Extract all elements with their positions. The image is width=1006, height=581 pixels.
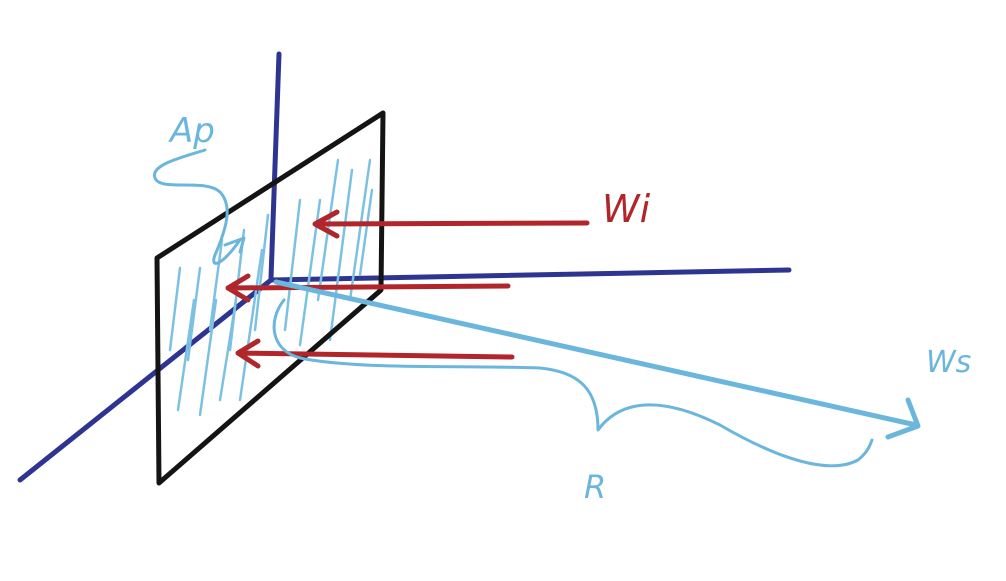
incident-arrow-middle <box>225 273 511 303</box>
incident-wave-arrows <box>225 209 590 369</box>
incident-arrow-bottom <box>235 338 515 369</box>
incident-arrow-top <box>312 209 590 239</box>
scattered-wave-label: Ws <box>926 345 971 380</box>
y-axis <box>17 277 274 483</box>
z-axis <box>268 51 282 281</box>
range-label: R <box>584 468 606 506</box>
coordinate-axes <box>17 51 792 483</box>
plate-area-label: Ap <box>168 111 215 151</box>
x-axis <box>268 267 792 283</box>
scattered-wave-arrow <box>273 279 921 440</box>
target-plate <box>154 110 386 486</box>
plate-area-pointer <box>153 148 246 265</box>
incident-wave-label: Wi <box>602 187 651 231</box>
range-brace <box>272 298 874 468</box>
